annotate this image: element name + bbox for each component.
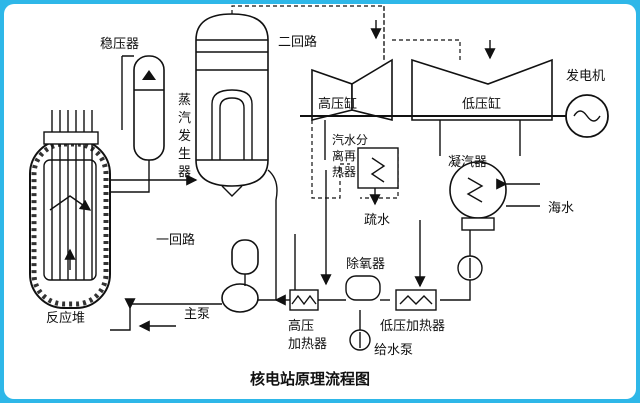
feed-pump-label: 给水泵 bbox=[374, 343, 413, 358]
generator-label: 发电机 bbox=[566, 68, 605, 84]
reheater-label-3: 热器 bbox=[332, 165, 356, 179]
generator bbox=[565, 94, 609, 138]
hp-turbine-label: 高压缸 bbox=[318, 96, 357, 112]
steam-generator bbox=[195, 13, 269, 197]
npp-flow-diagram: 稳压器 蒸 汽 发 生 器 二回路 一回路 高压缸 低压缸 发电机 汽水分 离再… bbox=[29, 5, 609, 388]
steam-generator-label-1: 蒸 bbox=[178, 93, 191, 108]
diagram-caption: 核电站原理流程图 bbox=[250, 370, 370, 388]
main-pump-label: 主泵 bbox=[184, 307, 210, 322]
steam-generator-label-3: 发 bbox=[178, 128, 191, 144]
steam-generator-label-2: 汽 bbox=[178, 111, 191, 126]
lp-heater-label: 低压加热器 bbox=[380, 319, 445, 334]
hp-heater-label-1: 高压 bbox=[288, 318, 314, 334]
condenser bbox=[439, 120, 540, 231]
reactor bbox=[29, 110, 111, 309]
primary-loop-piping bbox=[110, 169, 278, 332]
pressurizer-label: 稳压器 bbox=[100, 36, 139, 52]
seawater-label: 海水 bbox=[548, 201, 574, 216]
hp-heater bbox=[289, 289, 319, 311]
condensate-pump bbox=[457, 255, 483, 281]
feed-pump bbox=[349, 329, 371, 351]
reheater-label-1: 汽水分 bbox=[332, 132, 368, 147]
condenser-label: 凝汽器 bbox=[448, 154, 487, 170]
drain-label: 疏水 bbox=[364, 213, 390, 228]
lp-heater bbox=[395, 289, 437, 311]
lp-turbine bbox=[411, 58, 553, 121]
hp-turbine bbox=[311, 58, 393, 122]
reheater-label-2: 离再 bbox=[332, 148, 356, 163]
pressurizer bbox=[110, 55, 165, 193]
reactor-label: 反应堆 bbox=[46, 310, 85, 326]
main-pump bbox=[221, 239, 259, 313]
steam-generator-label-4: 生 bbox=[178, 147, 191, 162]
deaerator-label: 除氧器 bbox=[346, 257, 385, 272]
secondary-loop-label: 二回路 bbox=[278, 34, 317, 50]
diagram-frame: 稳压器 蒸 汽 发 生 器 二回路 一回路 高压缸 低压缸 发电机 汽水分 离再… bbox=[4, 4, 636, 399]
moisture-separator-reheater bbox=[357, 147, 399, 189]
secondary-loop-piping bbox=[231, 5, 496, 338]
deaerator bbox=[345, 275, 381, 301]
lp-turbine-label: 低压缸 bbox=[462, 96, 501, 112]
primary-loop-label: 一回路 bbox=[156, 232, 195, 248]
steam-generator-label-5: 器 bbox=[178, 165, 191, 180]
hp-heater-label-2: 加热器 bbox=[288, 337, 327, 352]
